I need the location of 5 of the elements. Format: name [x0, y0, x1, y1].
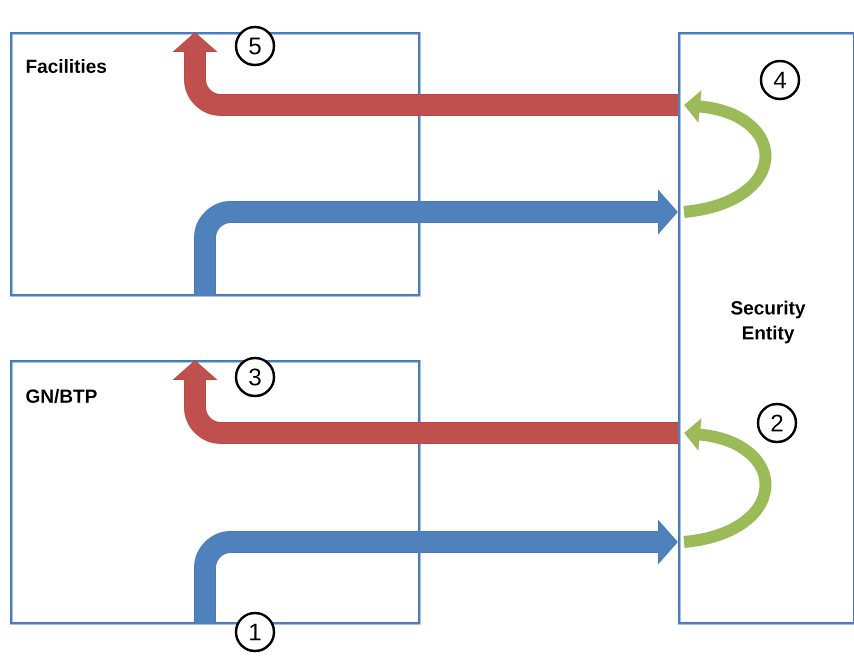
callout-number: 3 — [234, 356, 276, 398]
callout-number: 4 — [760, 60, 800, 100]
callout-number: 5 — [234, 26, 276, 66]
callout-number: 1 — [234, 612, 276, 652]
callout-number: 2 — [756, 402, 798, 444]
